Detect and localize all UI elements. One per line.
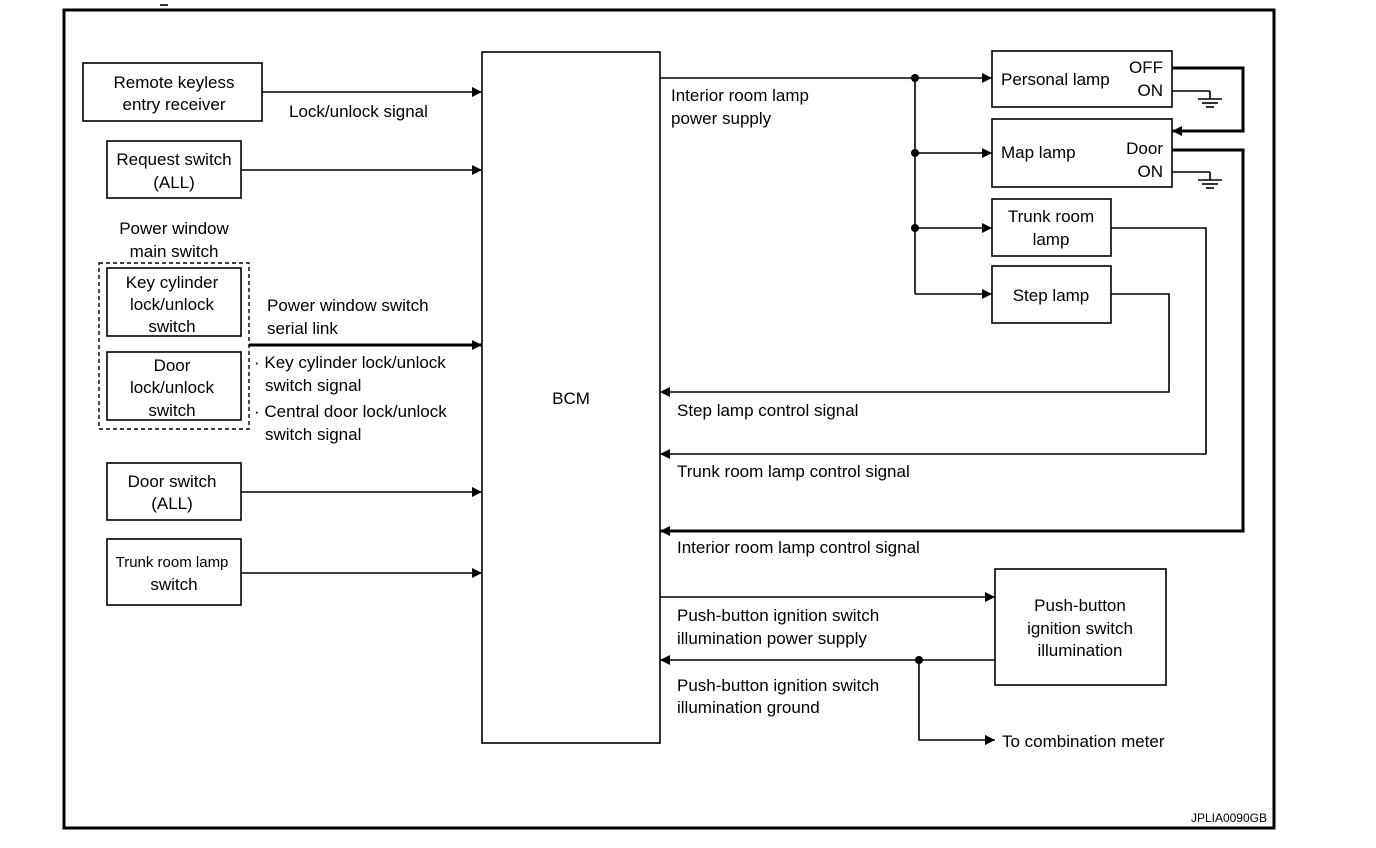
map-lamp-box: Map lamp Door ON <box>991 118 1173 188</box>
request-switch-label-2: (ALL) <box>153 173 195 192</box>
diagram-frame <box>62 8 1276 830</box>
request-switch-label-1: Request switch <box>116 150 231 169</box>
pw-serial-link-label-2: serial link <box>267 319 338 338</box>
step-lamp-control-label: Step lamp control signal <box>677 401 858 420</box>
remote-keyless-entry-receiver-box: Remote keyless entry receiver <box>82 62 263 122</box>
bcm-label: BCM <box>552 389 590 408</box>
trunk-room-lamp-switch-label-2: switch <box>150 575 197 594</box>
personal-lamp-off-wire <box>1172 66 1245 136</box>
door-switch-label-1: Door switch <box>128 472 217 491</box>
door-lock-switch-box: Door lock/unlock switch <box>106 351 242 421</box>
central-door-signal-label-1: · Central door lock/unlock <box>254 402 447 421</box>
door-lock-label-2: lock/unlock <box>130 378 215 397</box>
map-lamp-label: Map lamp <box>1001 143 1076 162</box>
junction-dot <box>911 74 919 82</box>
door-lock-label-3: switch <box>148 401 195 420</box>
trunk-room-lamp-switch-box: Trunk room lamp switch <box>106 538 242 606</box>
to-combination-meter-arrow <box>918 660 995 745</box>
ground-symbol <box>1198 91 1222 108</box>
push-button-illumination-label-2: ignition switch <box>1027 619 1133 638</box>
trunk-room-lamp-switch-label-1: Trunk room lamp <box>116 554 229 571</box>
personal-lamp-label: Personal lamp <box>1001 70 1110 89</box>
key-cylinder-label-3: switch <box>148 317 195 336</box>
trunk-room-lamp-label-2: lamp <box>1033 230 1070 249</box>
interior-power-label-2: power supply <box>671 109 772 128</box>
interior-lamp-control-signal-line <box>660 148 1245 536</box>
illumination-ground-label-1: Push-button ignition switch <box>677 676 879 695</box>
door-switch-label-2: (ALL) <box>151 494 193 513</box>
request-switch-box: Request switch (ALL) <box>106 140 242 199</box>
illumination-power-label-1: Push-button ignition switch <box>677 606 879 625</box>
remote-keyless-label-1: Remote keyless <box>114 73 235 92</box>
lock-unlock-signal-label: Lock/unlock signal <box>289 102 428 121</box>
push-button-illumination-box: Push-button ignition switch illumination <box>994 568 1167 686</box>
pw-serial-link-label-1: Power window switch <box>267 296 429 315</box>
key-cylinder-signal-label-1: · Key cylinder lock/unlock <box>254 353 446 372</box>
key-cylinder-signal-label-2: switch signal <box>265 376 361 395</box>
power-window-main-switch-label-1: Power window <box>119 219 229 238</box>
step-lamp-label: Step lamp <box>1013 286 1090 305</box>
personal-lamp-off-label: OFF <box>1129 58 1163 77</box>
door-lock-label-1: Door <box>154 356 191 375</box>
trunk-room-lamp-label-1: Trunk room <box>1008 207 1094 226</box>
figure-id: JPLIA0090GB <box>1191 811 1267 825</box>
power-window-main-switch-label-2: main switch <box>130 242 219 261</box>
key-cylinder-label-2: lock/unlock <box>130 295 215 314</box>
illumination-ground-label-2: illumination ground <box>677 698 820 717</box>
central-door-signal-label-2: switch signal <box>265 425 361 444</box>
key-cylinder-switch-box: Key cylinder lock/unlock switch <box>106 267 242 337</box>
ground-symbol <box>1198 172 1222 189</box>
bcm-box: BCM <box>481 51 661 744</box>
to-combination-meter-label: To combination meter <box>1002 732 1165 751</box>
step-lamp-control-signal-line <box>660 293 1170 397</box>
map-lamp-door-label: Door <box>1126 139 1163 158</box>
door-switch-box: Door switch (ALL) <box>106 462 242 521</box>
personal-lamp-box: Personal lamp OFF ON <box>991 50 1173 108</box>
power-window-main-switch-group: Power window main switch Key cylinder lo… <box>98 219 250 430</box>
interior-lamp-control-label: Interior room lamp control signal <box>677 538 920 557</box>
personal-lamp-on-label: ON <box>1138 81 1164 100</box>
push-button-illumination-label-1: Push-button <box>1034 596 1126 615</box>
trunk-lamp-control-label: Trunk room lamp control signal <box>677 462 910 481</box>
interior-power-label-1: Interior room lamp <box>671 86 809 105</box>
push-button-illumination-label-3: illumination <box>1037 641 1122 660</box>
illumination-power-label-2: illumination power supply <box>677 629 867 648</box>
key-cylinder-label-1: Key cylinder <box>126 273 219 292</box>
trunk-room-lamp-box: Trunk room lamp <box>991 198 1112 257</box>
trunk-lamp-control-signal-line <box>660 227 1207 459</box>
step-lamp-box: Step lamp <box>991 265 1112 324</box>
map-lamp-on-label: ON <box>1138 162 1164 181</box>
remote-keyless-label-2: entry receiver <box>123 95 226 114</box>
